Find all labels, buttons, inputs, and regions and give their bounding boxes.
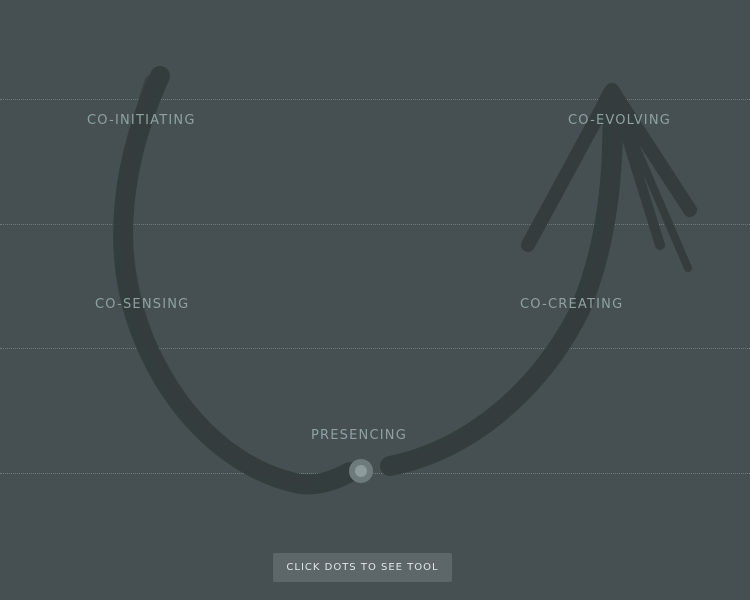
label-co-sensing: CO-SENSING bbox=[95, 297, 190, 312]
level-line-4 bbox=[0, 473, 750, 474]
label-presencing: PRESENCING bbox=[311, 428, 407, 443]
dot-center-icon bbox=[355, 465, 367, 477]
level-line-2 bbox=[0, 224, 750, 225]
see-tool-button[interactable]: CLICK DOTS TO SEE TOOL bbox=[273, 553, 452, 582]
level-line-1 bbox=[0, 99, 750, 100]
presencing-dot[interactable] bbox=[349, 459, 373, 483]
label-co-evolving: CO-EVOLVING bbox=[568, 113, 672, 128]
label-co-initiating: CO-INITIATING bbox=[87, 113, 196, 128]
level-line-3 bbox=[0, 348, 750, 349]
label-co-creating: CO-CREATING bbox=[520, 297, 624, 312]
